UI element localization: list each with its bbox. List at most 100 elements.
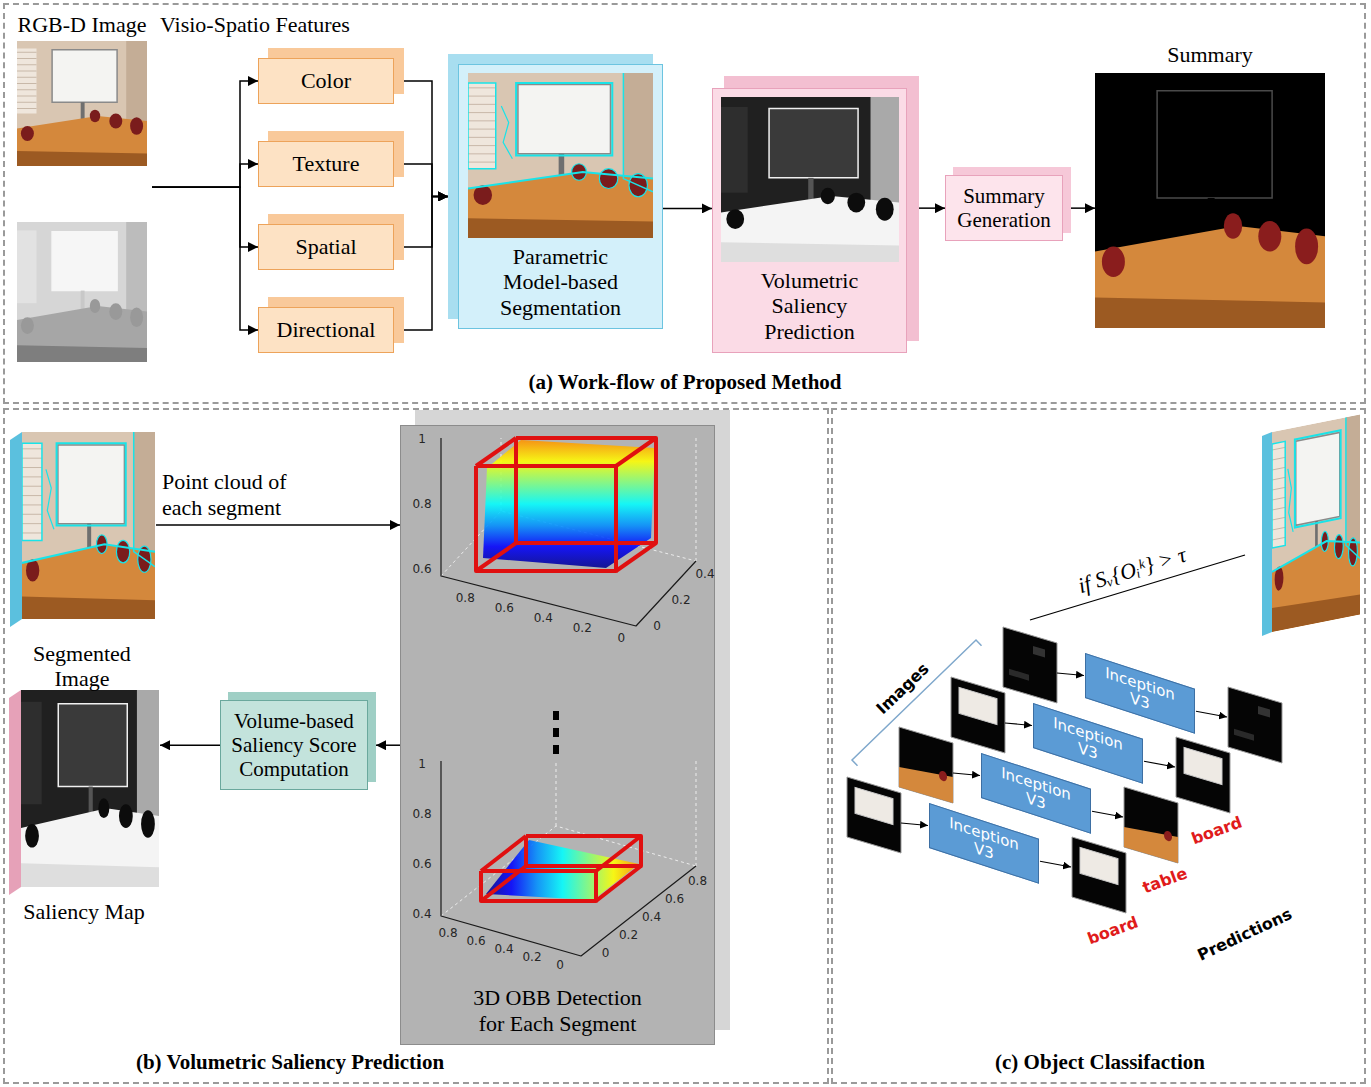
arrow-connector	[404, 196, 448, 330]
axis-tick-label: 1	[418, 758, 426, 772]
axis-tick-label: 0	[617, 632, 625, 646]
prediction-label: board	[1189, 813, 1245, 848]
image-card	[951, 677, 1005, 753]
feature-box: Texture	[258, 141, 394, 187]
saliency-image: Saliency Map	[8, 690, 160, 924]
segmented-image: Segmented Image	[8, 432, 156, 692]
node-label: Inception V3	[1046, 712, 1130, 774]
flow-line	[1040, 861, 1071, 867]
scene-picture	[9, 690, 159, 895]
arrow-connector	[404, 164, 448, 196]
process-box: Parametric Model-based Segmentation	[458, 64, 663, 329]
scene-picture	[721, 97, 899, 262]
axis-tick-label: 0.2	[522, 951, 541, 965]
arrow-connector	[663, 208, 712, 210]
node-label: Inception V3	[994, 762, 1078, 824]
arrow-connector	[160, 744, 220, 746]
flow-line	[1057, 673, 1084, 676]
axis-tick-label: 0	[653, 620, 661, 634]
arrow-connector	[404, 196, 448, 247]
axis-tick-label: 0.4	[494, 943, 513, 957]
prediction-label: table	[1140, 864, 1190, 897]
panel-caption: (a) Work-flow of Proposed Method	[528, 370, 841, 394]
connector-label: Point cloud of each segment	[162, 469, 312, 520]
image-card	[1072, 837, 1126, 913]
node-label: Volumetric Saliency Prediction	[735, 268, 885, 344]
axis-tick-label: 0.4	[642, 911, 661, 925]
scene-picture	[468, 73, 653, 238]
image-card	[1176, 737, 1230, 813]
process-box: Summary Generation	[945, 175, 1063, 241]
panel-caption: (b) Volumetric Saliency Prediction	[136, 1050, 444, 1074]
network-box: Inception V3	[981, 753, 1091, 833]
arrow-connector	[152, 81, 258, 187]
detection-box: 3D OBB Detection for Each Segment	[400, 425, 715, 1045]
arrow-connector	[1071, 207, 1095, 209]
process-box: Volume-based Saliency Score Computation	[220, 700, 368, 790]
image-card	[1124, 787, 1178, 863]
axis-tick-label: 0.8	[412, 498, 431, 512]
feature-box: Directional	[258, 307, 394, 353]
axis-tick-label: 0	[602, 947, 610, 961]
node-label: Summary	[1167, 42, 1253, 67]
node-label: Parametric Model-based Segmentation	[486, 244, 636, 320]
panel-frame: (c) Object ClassifactionInception V3Ince…	[831, 408, 1366, 1084]
axis-tick-label: 0.6	[412, 563, 431, 577]
axis-tick-label: 0	[556, 959, 564, 973]
segmented-image-tile	[1262, 414, 1360, 636]
flow-line	[1092, 811, 1123, 817]
group-label: Predictions	[1195, 905, 1295, 965]
axis-tick-label: 0.8	[688, 875, 707, 889]
axis-tick-label: 0.4	[695, 568, 714, 582]
node-label: RGB-D Image	[18, 12, 147, 37]
flow-line	[901, 823, 928, 826]
node-label: 3D OBB Detection for Each Segment	[465, 985, 650, 1036]
axis-tick-label: 0.2	[573, 622, 592, 636]
prediction-label: board	[1085, 913, 1141, 948]
network-box: Inception V3	[929, 803, 1039, 883]
scene-picture	[10, 432, 155, 627]
node-label: Texture	[293, 151, 360, 176]
network-box: Inception V3	[1085, 653, 1195, 733]
arrow-connector	[376, 744, 400, 746]
process-box: Volumetric Saliency Prediction	[712, 88, 907, 353]
arrow-connector	[919, 207, 945, 209]
scene-picture	[17, 41, 147, 166]
condition-label: if Sᵥ{Oᵢᵏ} > τ	[1075, 542, 1189, 599]
axis-tick-label: 0.6	[665, 893, 684, 907]
image-card	[899, 727, 953, 803]
image-card	[1228, 687, 1282, 763]
axis-tick-label: 0.6	[466, 935, 485, 949]
node-label: Summary Generation	[952, 184, 1056, 232]
flow-line	[1005, 723, 1032, 726]
panel-caption: (c) Object Classifaction	[995, 1050, 1205, 1074]
axis-tick-label: 0.8	[438, 927, 457, 941]
feature-box: Spatial	[258, 224, 394, 270]
axis-tick-label: 0.4	[412, 908, 431, 922]
arrow-connector	[152, 187, 258, 247]
flow-line	[1196, 711, 1227, 717]
scene-picture	[1095, 73, 1325, 328]
arrow-connector	[152, 164, 258, 187]
scene-picture	[17, 222, 147, 362]
node-label: Segmented Image	[8, 641, 156, 692]
axis-tick-label: 0.8	[456, 592, 475, 606]
axis-tick-label: 0.4	[534, 612, 553, 626]
node-label: Spatial	[295, 234, 356, 259]
node-label: Inception V3	[1098, 662, 1182, 724]
output-image: Summary	[1095, 42, 1325, 328]
axis-tick-label: 0.8	[412, 808, 431, 822]
node-label: Inception V3	[942, 812, 1026, 874]
node-label: Color	[301, 68, 351, 93]
input-image: RGB-D Image	[12, 12, 152, 362]
axis-tick-label: 0.6	[495, 602, 514, 616]
flow-line	[1144, 761, 1175, 767]
network-box: Inception V3	[1033, 703, 1143, 783]
group-label: Visio-Spatio Features	[160, 12, 350, 37]
node-label: Saliency Map	[23, 899, 145, 924]
arrow-connector	[156, 524, 400, 526]
axis-tick-label: 0.2	[671, 594, 690, 608]
feature-box: Color	[258, 58, 394, 104]
group-label: Images	[873, 660, 933, 719]
